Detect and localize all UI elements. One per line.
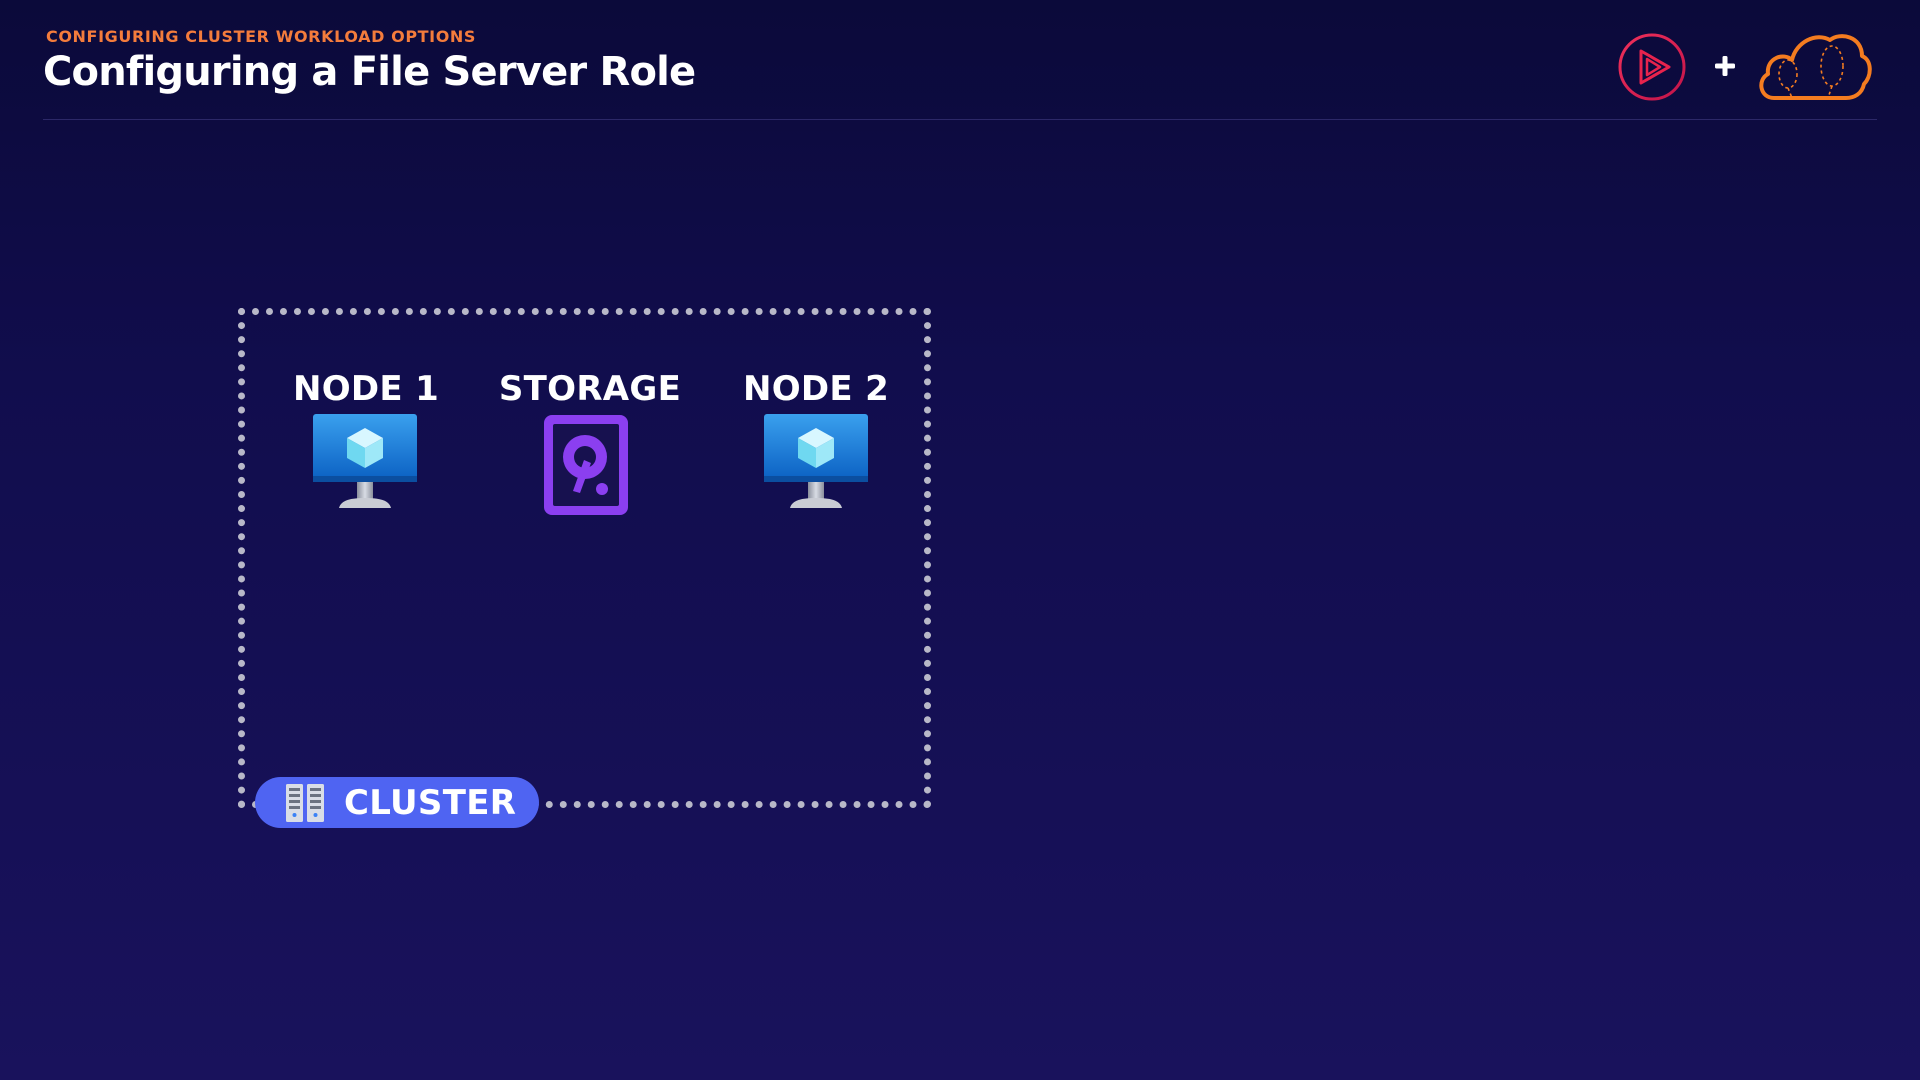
plus-icon (1715, 56, 1735, 76)
server-rack-icon (283, 782, 327, 829)
section-eyebrow: CONFIGURING CLUSTER WORKLOAD OPTIONS (46, 27, 477, 46)
pluralsight-play-icon (1618, 33, 1686, 101)
cluster-boundary (238, 308, 931, 808)
cluster-badge: CLUSTER (255, 777, 539, 828)
node-1-label: NODE 1 (292, 369, 440, 409)
page-title: Configuring a File Server Role (43, 49, 696, 95)
node-2-label: NODE 2 (742, 369, 890, 409)
virtual-machine-monitor-icon (311, 412, 419, 519)
cloud-brand-icon (1759, 34, 1872, 100)
virtual-machine-monitor-icon (762, 412, 870, 519)
storage-disk-icon (540, 411, 632, 524)
storage-label: STORAGE (498, 369, 682, 409)
cluster-label: CLUSTER (344, 783, 517, 823)
brand-logos (1617, 28, 1877, 104)
header-divider (43, 119, 1877, 120)
